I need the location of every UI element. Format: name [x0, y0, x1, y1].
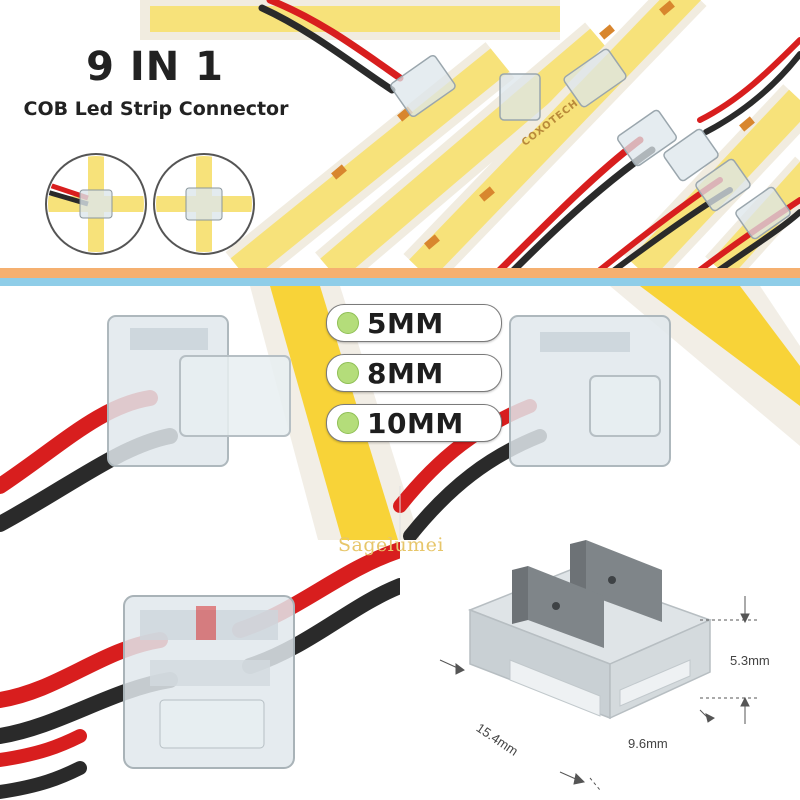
- clear-connector-right: [509, 315, 671, 467]
- strip-copper-pads: [331, 0, 755, 250]
- metal-contacts: [512, 540, 662, 648]
- clear-connector-bottom: [123, 595, 295, 769]
- title-main: 9 IN 1: [86, 44, 224, 90]
- size-dot-icon: [337, 362, 359, 384]
- top-banner: COXOTECH 9 IN 1 COB Led Strip Connector: [0, 0, 800, 268]
- clear-connectors-top: [390, 48, 791, 240]
- dimension-panel: 5.3mm 15.4mm 9.6mm: [400, 540, 800, 800]
- divider-stripe-blue: [0, 278, 800, 286]
- inset-circle-left: [45, 153, 147, 255]
- watermark-text: Sagelumei: [338, 534, 444, 556]
- size-option-5mm: 5MM: [326, 304, 502, 342]
- size-label: 8MM: [367, 356, 444, 390]
- size-label: 10MM: [367, 406, 464, 440]
- inset-circle-right: [153, 153, 255, 255]
- top-strip-scene: [45, 0, 800, 268]
- led-strip-diagonal: [225, 0, 800, 268]
- size-option-10mm: 10MM: [326, 404, 502, 442]
- size-option-8mm: 8MM: [326, 354, 502, 392]
- dimension-width: 9.6mm: [628, 736, 668, 751]
- divider-stripe-orange: [0, 268, 800, 278]
- size-dot-icon: [337, 412, 359, 434]
- connector-dimension-drawing: [439, 540, 760, 791]
- size-label: 5MM: [367, 306, 444, 340]
- title-subtitle: COB Led Strip Connector: [23, 98, 289, 120]
- clear-connector-left: [107, 315, 291, 467]
- dimension-lines: [439, 596, 760, 791]
- dimension-height: 5.3mm: [730, 653, 770, 668]
- wire-to-wire-connector: [0, 542, 400, 799]
- size-dot-icon: [337, 312, 359, 334]
- bottom-left-panel: [0, 540, 400, 800]
